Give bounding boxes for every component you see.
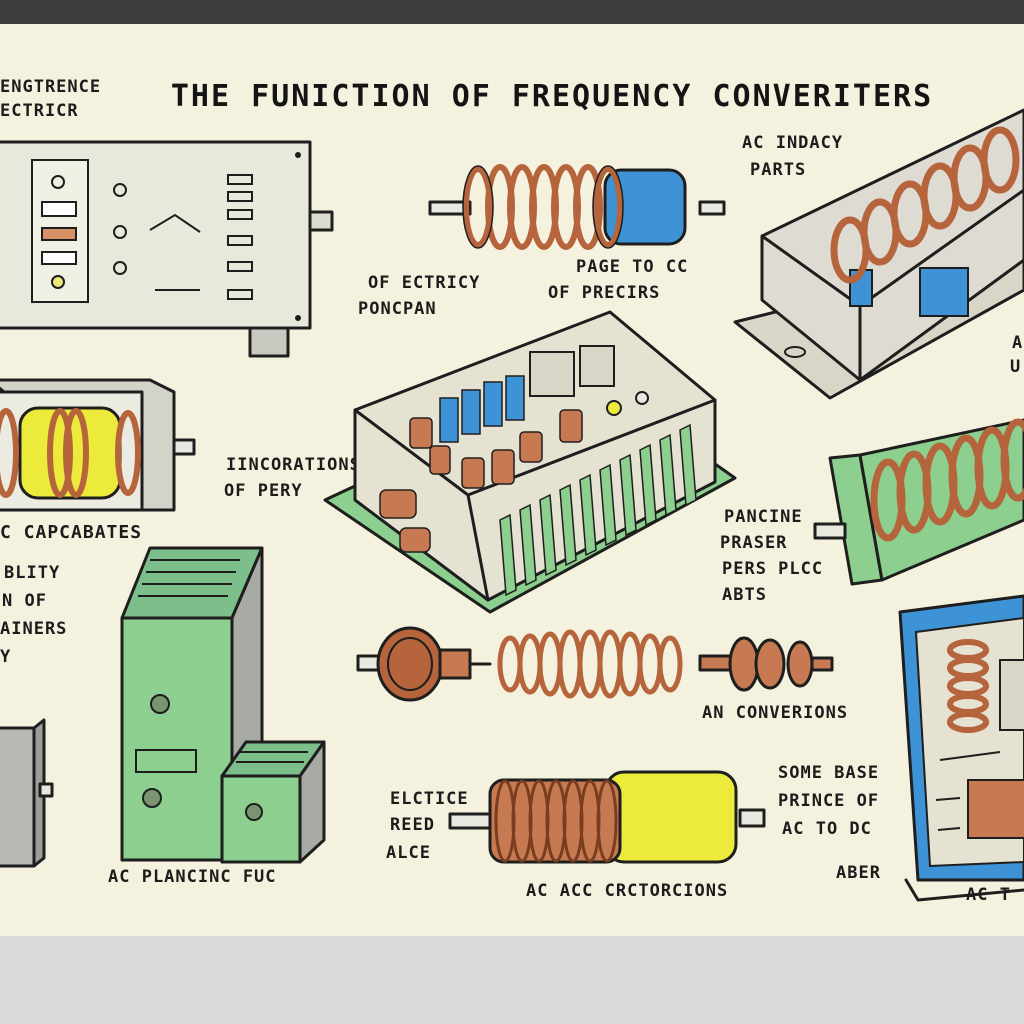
label-an-conversions: AN CONVERIONS [702, 703, 848, 723]
battery-cell-icon [120, 546, 326, 864]
transformer-icon [898, 594, 1024, 902]
label-some-base-2: PRINCE OF [778, 791, 879, 811]
battery-cell-icon [0, 718, 54, 868]
label-pancine-3: PERS PLCC [722, 559, 823, 579]
label-top-left-1: ENGTRENCE [0, 77, 101, 97]
wall-below [0, 932, 1024, 1024]
label-right-edge-2: U [1010, 357, 1021, 377]
transformer-icon [733, 108, 1024, 400]
capacitor-icon [448, 770, 766, 864]
label-ac-t: AC T [966, 885, 1011, 905]
inductor-coil-icon [428, 164, 726, 250]
label-ac-plancing: AC PLANCINC FUC [108, 867, 277, 887]
label-electricy-1: OF ECTRICY [368, 273, 480, 293]
label-ac-indacy-1: AC INDACY [742, 133, 843, 153]
label-some-base-1: SOME BASE [778, 763, 879, 783]
label-incorations-2: OF PERY [224, 481, 303, 501]
circuit-board-icon [323, 310, 737, 614]
label-left-mid-2: N OF [2, 591, 47, 611]
label-electricy-2: PONCPAN [358, 299, 437, 319]
label-electice-3: ALCE [386, 843, 431, 863]
label-ac-indacy-2: PARTS [750, 160, 806, 180]
capacitor-icon [0, 378, 196, 512]
label-capacitors: C CAPCABATES [0, 522, 142, 543]
label-page-1: PAGE TO CC [576, 257, 688, 277]
label-left-mid-1: BLITY [4, 563, 60, 583]
label-page-2: OF PRECIRS [548, 283, 660, 303]
label-incorations-1: IINCORATIONS [226, 455, 361, 475]
poster-title: THE FUNICTION OF FREQUENCY CONVERITERS [171, 79, 933, 114]
label-left-mid-4: Y [0, 647, 11, 667]
label-some-base-3: AC TO DC [782, 819, 872, 839]
label-pancine-4: ABTS [722, 585, 767, 605]
label-electice-1: ELCTICE [390, 789, 469, 809]
inductor-coil-icon [356, 626, 834, 702]
label-aber: ABER [836, 863, 881, 883]
label-pancine-1: PANCINE [724, 507, 803, 527]
label-top-left-2: ECTRICR [0, 101, 79, 121]
inductor-coil-icon [813, 418, 1024, 586]
label-right-edge-1: A [1012, 333, 1023, 353]
control-panel-icon [0, 140, 334, 358]
label-electice-2: REED [390, 815, 435, 835]
label-left-mid-3: AINERS [0, 619, 67, 639]
label-pancine-2: PRASER [720, 533, 787, 553]
label-ac-acc: AC ACC CRCTORCIONS [526, 881, 728, 901]
